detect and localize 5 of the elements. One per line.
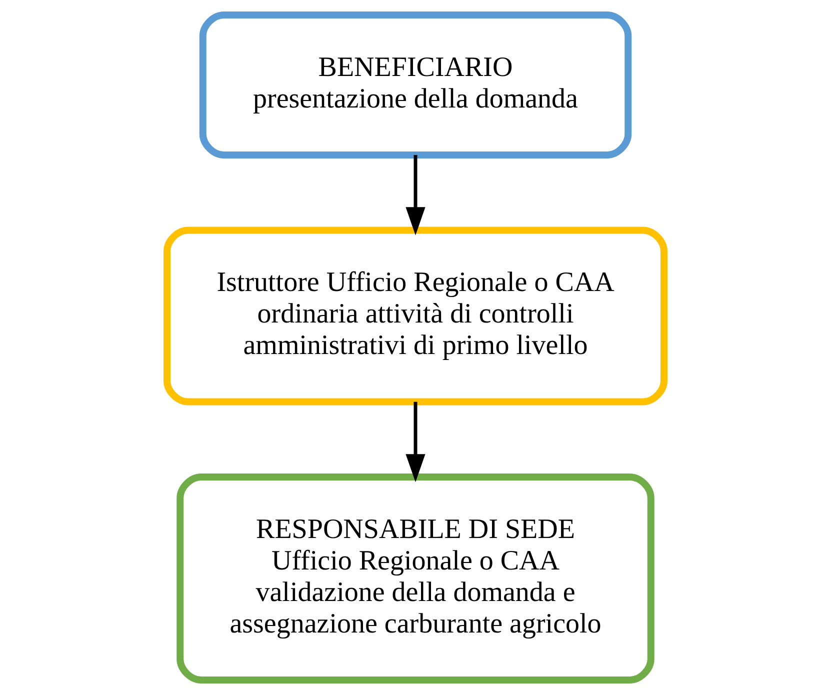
arrow — [405, 402, 425, 482]
node-box: BENEFICIARIO presentazione della domanda — [198, 12, 632, 158]
node-box: Istruttore Ufficio Regionale o CAA ordinaria attività di controlli amministrativi di primo livello — [163, 226, 667, 406]
node-box: RESPONSABILE DI SEDE Ufficio Regionale o CAA validazione della domanda e assegnazione carburante agricolo — [176, 474, 654, 684]
arrow — [405, 155, 425, 236]
